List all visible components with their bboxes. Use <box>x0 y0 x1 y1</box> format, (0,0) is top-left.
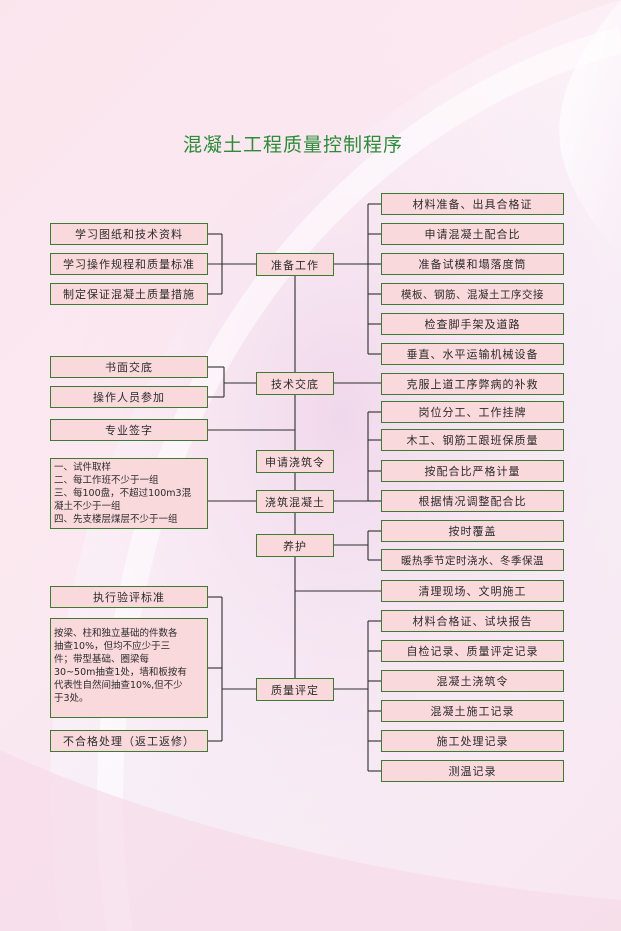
step-pour-concrete: 浇筑混凝土 <box>256 490 334 513</box>
left-eval-standard: 执行验评标准 <box>50 586 208 608</box>
right-prep-item: 垂直、水平运输机械设备 <box>381 343 564 365</box>
right-eval-item: 混凝土浇筑令 <box>381 670 564 692</box>
right-eval-item: 自检记录、质量评定记录 <box>381 640 564 662</box>
note-line: 凝土不少于一组 <box>54 501 121 512</box>
left-tech-item: 操作人员参加 <box>50 386 208 408</box>
note-line: 一、试件取样 <box>54 462 112 473</box>
right-clean-item: 清理现场、文明施工 <box>381 580 564 602</box>
right-eval-item: 材料合格证、试块报告 <box>381 610 564 632</box>
right-eval-item: 混凝土施工记录 <box>381 700 564 722</box>
right-prep-item: 模板、钢筋、混凝土工序交接 <box>381 283 564 305</box>
left-pour-note: 一、试件取样 二、每工作班不少于一组 三、每100盘，不超过100m3混 凝土不… <box>50 458 208 529</box>
right-cure-item: 暖热季节定时浇水、冬季保温 <box>381 549 564 571</box>
step-quality-evaluation: 质量评定 <box>256 678 334 701</box>
right-prep-item: 材料准备、出具合格证 <box>381 193 564 215</box>
right-pour-item: 木工、钢筋工跟班保质量 <box>381 429 564 451</box>
right-pour-item: 按配合比严格计量 <box>381 460 564 482</box>
right-prep-item: 检查脚手架及道路 <box>381 313 564 335</box>
step-curing: 养护 <box>256 534 334 557</box>
left-prep-item: 学习图纸和技术资料 <box>50 223 208 245</box>
diagram-title: 混凝土工程质量控制程序 <box>183 134 404 156</box>
note-line: 30~50m抽查1处，墙和板按有 <box>54 667 187 678</box>
step-technical-briefing: 技术交底 <box>256 372 334 395</box>
note-line: 抽查10%，但均不应少于三 <box>54 641 171 652</box>
left-prep-item: 制定保证混凝土质量措施 <box>50 283 208 305</box>
right-prep-item: 准备试模和塌落度筒 <box>381 253 564 275</box>
step-preparation: 准备工作 <box>256 253 334 276</box>
right-eval-item: 施工处理记录 <box>381 730 564 752</box>
left-eval-note: 按梁、柱和独立基础的件数各 抽查10%，但均不应少于三 件；带型基础、圈梁每 3… <box>50 618 208 718</box>
left-prep-item: 学习操作规程和质量标准 <box>50 253 208 275</box>
note-line: 二、每工作班不少于一组 <box>54 475 159 486</box>
left-sign-box: 专业签字 <box>50 419 208 441</box>
note-line: 件；带型基础、圈梁每 <box>54 654 150 665</box>
step-pour-permit: 申请浇筑令 <box>256 450 334 473</box>
note-line: 按梁、柱和独立基础的件数各 <box>54 628 178 639</box>
note-line: 三、每100盘，不超过100m3混 <box>54 488 192 499</box>
note-line: 代表性自然间抽查10%,但不少 <box>54 680 183 691</box>
note-line: 四、先支楼层煤层不少于一组 <box>54 514 178 525</box>
right-pour-item: 根据情况调整配合比 <box>381 490 564 512</box>
right-cure-item: 按时覆盖 <box>381 520 564 542</box>
right-pour-item: 岗位分工、工作挂牌 <box>381 401 564 423</box>
left-eval-fail: 不合格处理（返工返修） <box>50 730 208 752</box>
note-line: 于3处。 <box>54 693 89 704</box>
right-eval-item: 测温记录 <box>381 760 564 782</box>
right-tech-item: 克服上道工序弊病的补救 <box>381 373 564 395</box>
right-prep-item: 申请混凝土配合比 <box>381 223 564 245</box>
left-tech-item: 书面交底 <box>50 356 208 378</box>
